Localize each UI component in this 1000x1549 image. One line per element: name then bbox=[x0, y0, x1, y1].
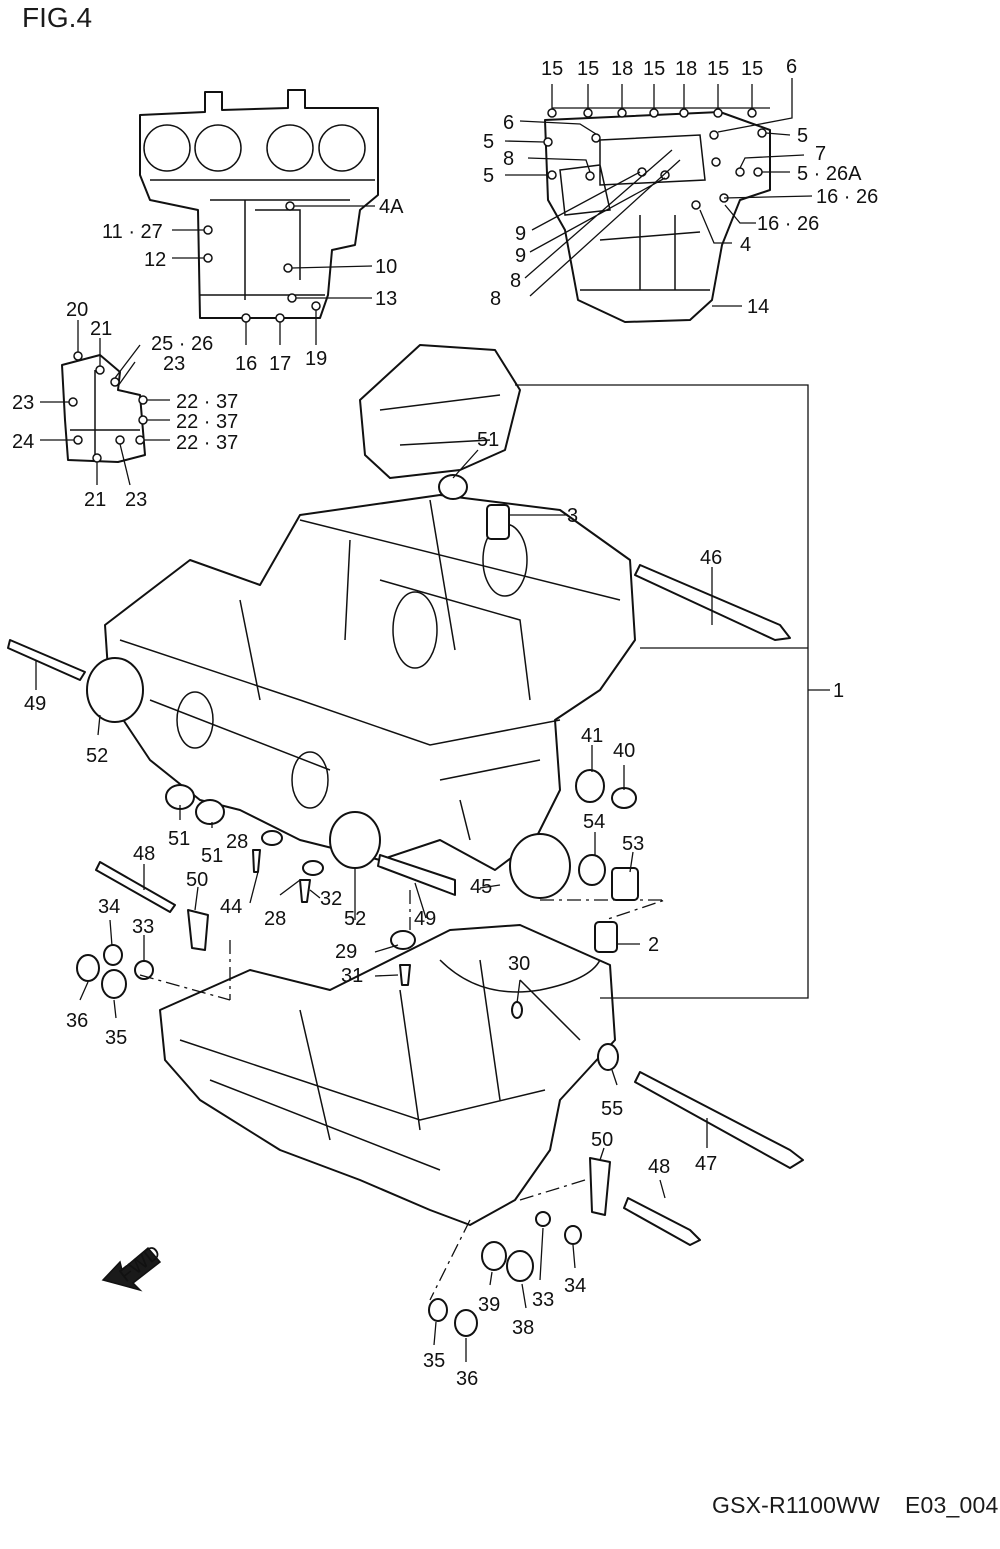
cover-detail bbox=[40, 320, 170, 486]
callout-1: 1 bbox=[833, 680, 844, 702]
callout-7: 7 bbox=[815, 143, 826, 165]
callout-54: 54 bbox=[583, 811, 605, 833]
callout-5c: 5 bbox=[483, 165, 494, 187]
callout-30: 30 bbox=[508, 953, 530, 975]
callout-15c: 15 bbox=[643, 58, 665, 80]
callout-5b: 5 bbox=[797, 125, 808, 147]
callout-32: 32 bbox=[320, 888, 342, 910]
callout-11-27: 11 · 27 bbox=[102, 221, 163, 243]
callout-33b: 33 bbox=[532, 1289, 554, 1311]
callout-50a: 50 bbox=[186, 869, 208, 891]
model-number: GSX-R1100WW bbox=[712, 1492, 880, 1518]
assembly-centerline bbox=[139, 890, 666, 1301]
callout-36b: 36 bbox=[456, 1368, 478, 1390]
callout-6a: 6 bbox=[786, 56, 797, 78]
callout-5-26A: 5 · 26A bbox=[797, 163, 862, 185]
callout-41: 41 bbox=[581, 725, 603, 747]
callout-15b: 15 bbox=[577, 58, 599, 80]
callout-6b: 6 bbox=[503, 112, 514, 134]
callout-16-26b: 16 · 26 bbox=[757, 213, 819, 235]
lower-crankcase-detail bbox=[504, 78, 813, 323]
callout-18a: 18 bbox=[611, 58, 633, 80]
figure-code: E03_004 bbox=[905, 1492, 999, 1518]
main-leader-lines bbox=[35, 449, 713, 1362]
callout-51a: 51 bbox=[477, 429, 499, 451]
callout-3: 3 bbox=[567, 505, 578, 527]
callout-51c: 51 bbox=[201, 845, 223, 867]
callout-20: 20 bbox=[66, 299, 88, 321]
callout-15d: 15 bbox=[707, 58, 729, 80]
callout-8c: 8 bbox=[490, 288, 501, 310]
callout-22-37c: 22 · 37 bbox=[176, 432, 238, 454]
fwd-label: FWD bbox=[115, 1241, 164, 1286]
callout-55: 55 bbox=[601, 1098, 623, 1120]
callout-34a: 34 bbox=[98, 896, 120, 918]
callout-15e: 15 bbox=[741, 58, 763, 80]
callout-15a: 15 bbox=[541, 58, 563, 80]
callout-51b: 51 bbox=[168, 828, 190, 850]
callout-29: 29 bbox=[335, 941, 357, 963]
callout-36a: 36 bbox=[66, 1010, 88, 1032]
callout-24: 24 bbox=[12, 431, 34, 453]
callout-50b: 50 bbox=[591, 1129, 613, 1151]
callout-23a: 23 bbox=[163, 353, 185, 375]
callout-46: 46 bbox=[700, 547, 722, 569]
callout-35b: 35 bbox=[423, 1350, 445, 1372]
callout-bracket-1 bbox=[515, 384, 830, 999]
fwd-direction-arrow: FWD bbox=[101, 1241, 165, 1292]
callout-19: 19 bbox=[305, 348, 327, 370]
callout-39: 39 bbox=[478, 1294, 500, 1316]
callout-48a: 48 bbox=[133, 843, 155, 865]
callout-2: 2 bbox=[648, 934, 659, 956]
callout-23b: 23 bbox=[12, 392, 34, 414]
callout-34b: 34 bbox=[564, 1275, 586, 1297]
callout-18b: 18 bbox=[675, 58, 697, 80]
callout-13: 13 bbox=[375, 288, 397, 310]
callout-52b: 52 bbox=[344, 908, 366, 930]
upper-crankcase-detail bbox=[139, 89, 379, 345]
callout-28a: 28 bbox=[226, 831, 248, 853]
callout-21b: 21 bbox=[84, 489, 106, 511]
callout-labels: 4A 11 · 27 12 10 13 16 17 19 15 15 18 15… bbox=[12, 56, 878, 1390]
callout-14: 14 bbox=[747, 296, 769, 318]
callout-8a: 8 bbox=[503, 148, 514, 170]
callout-23c: 23 bbox=[125, 489, 147, 511]
callout-49b: 49 bbox=[414, 908, 436, 930]
figure-title: FIG.4 bbox=[22, 2, 93, 33]
callout-9a: 9 bbox=[515, 223, 526, 245]
callout-17: 17 bbox=[269, 353, 291, 375]
callout-45: 45 bbox=[470, 876, 492, 898]
callout-47: 47 bbox=[695, 1153, 717, 1175]
callout-21a: 21 bbox=[90, 318, 112, 340]
main-lower-crankcase bbox=[76, 830, 804, 1337]
callout-4A: 4A bbox=[379, 196, 404, 218]
callout-5a: 5 bbox=[483, 131, 494, 153]
callout-4: 4 bbox=[740, 234, 751, 256]
callout-10: 10 bbox=[375, 256, 397, 278]
callout-49a: 49 bbox=[24, 693, 46, 715]
callout-16-26a: 16 · 26 bbox=[816, 186, 878, 208]
callout-35a: 35 bbox=[105, 1027, 127, 1049]
callout-28b: 28 bbox=[264, 908, 286, 930]
callout-44: 44 bbox=[220, 896, 242, 918]
callout-16: 16 bbox=[235, 353, 257, 375]
callout-12: 12 bbox=[144, 249, 166, 271]
callout-31: 31 bbox=[341, 965, 363, 987]
callout-48b: 48 bbox=[648, 1156, 670, 1178]
callout-22-37a: 22 · 37 bbox=[176, 391, 238, 413]
callout-40: 40 bbox=[613, 740, 635, 762]
main-upper-crankcase bbox=[7, 344, 791, 901]
callout-52a: 52 bbox=[86, 745, 108, 767]
callout-38: 38 bbox=[512, 1317, 534, 1339]
callout-33a: 33 bbox=[132, 916, 154, 938]
callout-25-26: 25 · 26 bbox=[151, 333, 213, 355]
callout-8b: 8 bbox=[510, 270, 521, 292]
callout-9b: 9 bbox=[515, 245, 526, 267]
callout-22-37b: 22 · 37 bbox=[176, 411, 238, 433]
callout-53: 53 bbox=[622, 833, 644, 855]
